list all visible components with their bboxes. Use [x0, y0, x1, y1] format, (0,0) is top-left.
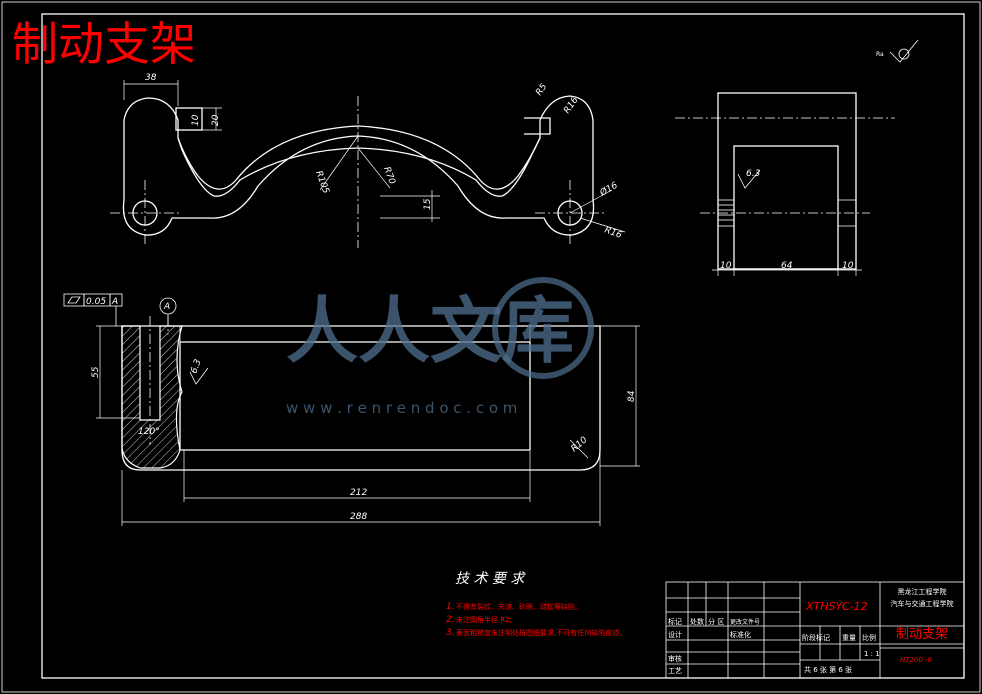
tech-heading: 技 术 要 求 — [455, 571, 526, 587]
row-label-change: 更改文件号 — [730, 618, 760, 626]
watermark: 人人文库 w w w . r e n r e n d o c . c o m — [286, 277, 594, 417]
tolerance-value: 0.05 — [86, 297, 106, 307]
tech-num-3: 3. — [446, 628, 455, 638]
process-label: 工艺 — [668, 667, 682, 675]
page-title: 制动支架 — [12, 17, 196, 71]
stage-label: 阶段标记 — [802, 633, 830, 642]
scale-value: 1 : 1 — [864, 650, 880, 658]
standardize-label: 标准化 — [730, 630, 751, 639]
side-dim-10b: 10 — [842, 261, 854, 271]
tech-item-2: 未注圆角半径 R2; — [456, 615, 512, 624]
side-view: 6.3 10 64 10 — [675, 92, 895, 276]
svg-text:Ra: Ra — [876, 51, 884, 58]
dim-20: 20 — [211, 114, 221, 126]
tech-item-3: 表面粗糙度未注明处按图纸要求,不可有任何缺陷痕迹。 — [456, 628, 626, 637]
front-ra: 6.3 — [189, 358, 203, 375]
review-label: 审核 — [668, 654, 682, 663]
side-dim-64: 64 — [781, 261, 793, 271]
dim-55: 55 — [91, 366, 101, 378]
general-roughness-symbol: Ra — [876, 39, 919, 63]
dim-r10: R10 — [570, 435, 590, 454]
hatch-left — [121, 325, 183, 469]
scale-label: 比例 — [862, 633, 876, 642]
dim-84: 84 — [627, 390, 637, 402]
front-view: A 0.05 A 6.3 120° R10 55 84 212 — [63, 293, 640, 526]
weight-label: 重量 — [842, 634, 856, 642]
dim-212: 212 — [350, 488, 367, 498]
title-block: XTHSYC-12 黑龙江工程学院 汽车与交通工程学院 制动支架 HT200 -… — [665, 581, 965, 679]
dim-15: 15 — [423, 198, 433, 210]
inner-frame — [41, 13, 965, 679]
dim-r70: R70 — [381, 166, 397, 186]
sheets: 共 6 张 第 6 张 — [804, 665, 852, 674]
dim-10: 10 — [191, 114, 201, 126]
tolerance-datum: A — [111, 297, 118, 307]
tech-num-2: 2. — [446, 615, 455, 625]
dim-38: 38 — [145, 73, 157, 83]
dim-120: 120° — [138, 427, 160, 437]
row-label-count: 处数 — [690, 617, 704, 626]
dim-r105: R105 — [313, 170, 331, 196]
watermark-url: w w w . r e n r e n d o c . c o m — [286, 399, 517, 417]
school-line2: 汽车与交通工程学院 — [891, 599, 954, 608]
tech-num-1: 1. — [446, 602, 455, 612]
design-label: 设计 — [668, 630, 682, 639]
row-label-mark: 标记 — [668, 617, 682, 626]
dim-r16b: R16 — [603, 225, 623, 241]
material: HT200 -6 — [900, 656, 933, 664]
dim-r5: R5 — [534, 82, 549, 98]
watermark-text: 人人文库 — [286, 289, 574, 373]
side-ra: 6.3 — [746, 169, 761, 179]
datum-circle-label: A — [163, 302, 170, 312]
drawing-number: XTHSYC-12 — [805, 600, 868, 613]
row-label-zone: 分 区 — [708, 617, 724, 626]
tech-item-1: 不得有裂纹、夹渣、砂眼、疏松等缺陷; — [456, 602, 577, 611]
school-line1: 黑龙江工程学院 — [898, 587, 947, 596]
side-dim-10a: 10 — [720, 261, 732, 271]
top-view: 38 20 10 R5 R16 R105 R70 15 Ø16 R16 — [110, 73, 626, 248]
tech-requirements: 技 术 要 求 1. 不得有裂纹、夹渣、砂眼、疏松等缺陷; 2. 未注圆角半径 … — [446, 571, 626, 638]
dim-288: 288 — [350, 512, 367, 522]
part-name: 制动支架 — [896, 627, 948, 642]
